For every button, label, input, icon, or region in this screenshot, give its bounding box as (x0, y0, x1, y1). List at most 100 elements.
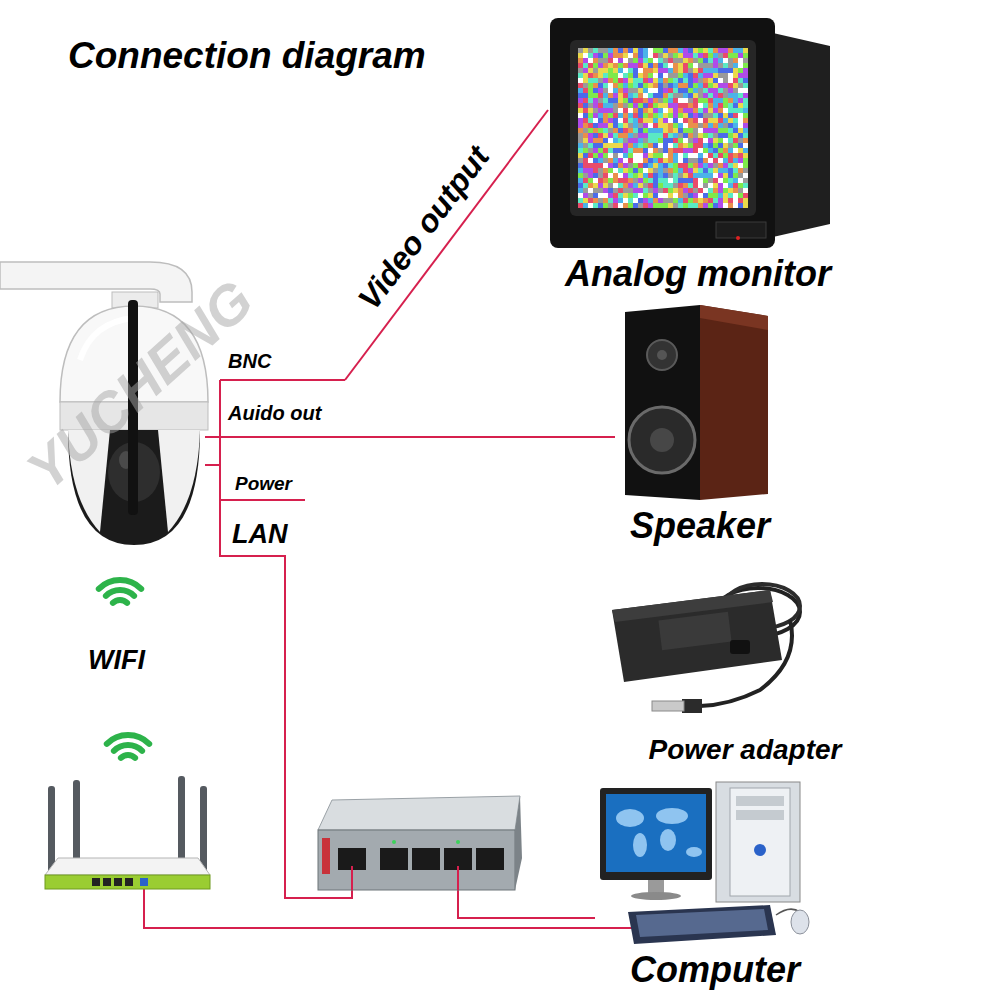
screen-noise (723, 48, 728, 53)
screen-noise (633, 173, 638, 178)
screen-noise (723, 148, 728, 153)
screen-noise (663, 133, 668, 138)
screen-noise (643, 123, 648, 128)
screen-noise (628, 168, 633, 173)
cable-connector (285, 560, 595, 918)
screen-noise (608, 168, 613, 173)
screen-noise (633, 88, 638, 93)
screen-noise (743, 78, 748, 83)
screen-noise (663, 163, 668, 168)
screen-noise (618, 118, 623, 123)
screen-noise (648, 173, 653, 178)
screen-noise (638, 193, 643, 198)
screen-noise (708, 168, 713, 173)
screen-noise (578, 128, 583, 133)
screen-noise (598, 168, 603, 173)
screen-noise (648, 123, 653, 128)
screen-noise (688, 68, 693, 73)
screen-noise (668, 193, 673, 198)
screen-noise (738, 68, 743, 73)
screen-noise (608, 73, 613, 78)
screen-noise (683, 98, 688, 103)
screen-noise (608, 63, 613, 68)
screen-noise (678, 178, 683, 183)
screen-noise (588, 143, 593, 148)
screen-noise (598, 188, 603, 193)
wifi-router (140, 878, 148, 886)
screen-noise (583, 133, 588, 138)
screen-noise (738, 123, 743, 128)
screen-noise (743, 68, 748, 73)
screen-noise (598, 88, 603, 93)
screen-noise (618, 178, 623, 183)
port-wire (205, 380, 345, 560)
screen-noise (718, 133, 723, 138)
screen-noise (683, 103, 688, 108)
screen-noise (668, 118, 673, 123)
screen-noise (638, 88, 643, 93)
screen-noise (743, 188, 748, 193)
screen-noise (738, 173, 743, 178)
screen-noise (728, 108, 733, 113)
screen-noise (613, 118, 618, 123)
screen-noise (738, 58, 743, 63)
screen-noise (578, 68, 583, 73)
screen-noise (663, 58, 668, 63)
screen-noise (733, 93, 738, 98)
screen-noise (613, 98, 618, 103)
screen-noise (693, 148, 698, 153)
screen-noise (608, 108, 613, 113)
screen-noise (588, 93, 593, 98)
screen-noise (663, 173, 668, 178)
screen-noise (668, 158, 673, 163)
screen-noise (678, 153, 683, 158)
screen-noise (608, 198, 613, 203)
screen-noise (718, 148, 723, 153)
screen-noise (613, 48, 618, 53)
screen-noise (608, 133, 613, 138)
speaker-cabinet (647, 340, 677, 370)
screen-noise (713, 103, 718, 108)
screen-noise (668, 48, 673, 53)
screen-noise (648, 143, 653, 148)
screen-noise (718, 88, 723, 93)
screen-noise (673, 153, 678, 158)
screen-noise (608, 78, 613, 83)
screen-noise (623, 203, 628, 208)
screen-noise (613, 153, 618, 158)
screen-noise (653, 103, 658, 108)
screen-noise (743, 48, 748, 53)
screen-noise (658, 98, 663, 103)
screen-noise (603, 123, 608, 128)
screen-noise (683, 118, 688, 123)
screen-noise (643, 98, 648, 103)
screen-noise (628, 133, 633, 138)
screen-noise (663, 113, 668, 118)
screen-noise (703, 173, 708, 178)
screen-noise (733, 63, 738, 68)
screen-noise (673, 133, 678, 138)
screen-noise (708, 78, 713, 83)
port-label: BNC (228, 350, 271, 372)
screen-noise (613, 188, 618, 193)
screen-noise (618, 48, 623, 53)
screen-noise (723, 108, 728, 113)
screen-noise (713, 153, 718, 158)
screen-noise (613, 148, 618, 153)
screen-noise (583, 53, 588, 58)
desktop-computer (791, 910, 809, 934)
network-switch (318, 796, 520, 830)
screen-noise (603, 163, 608, 168)
screen-noise (588, 103, 593, 108)
screen-noise (673, 123, 678, 128)
screen-noise (648, 193, 653, 198)
computer: Computer (595, 778, 835, 994)
screen-noise (703, 168, 708, 173)
screen-noise (708, 73, 713, 78)
screen-noise (728, 53, 733, 58)
screen-noise (688, 163, 693, 168)
screen-noise (638, 113, 643, 118)
screen-noise (738, 138, 743, 143)
screen-noise (658, 203, 663, 208)
screen-noise (743, 153, 748, 158)
